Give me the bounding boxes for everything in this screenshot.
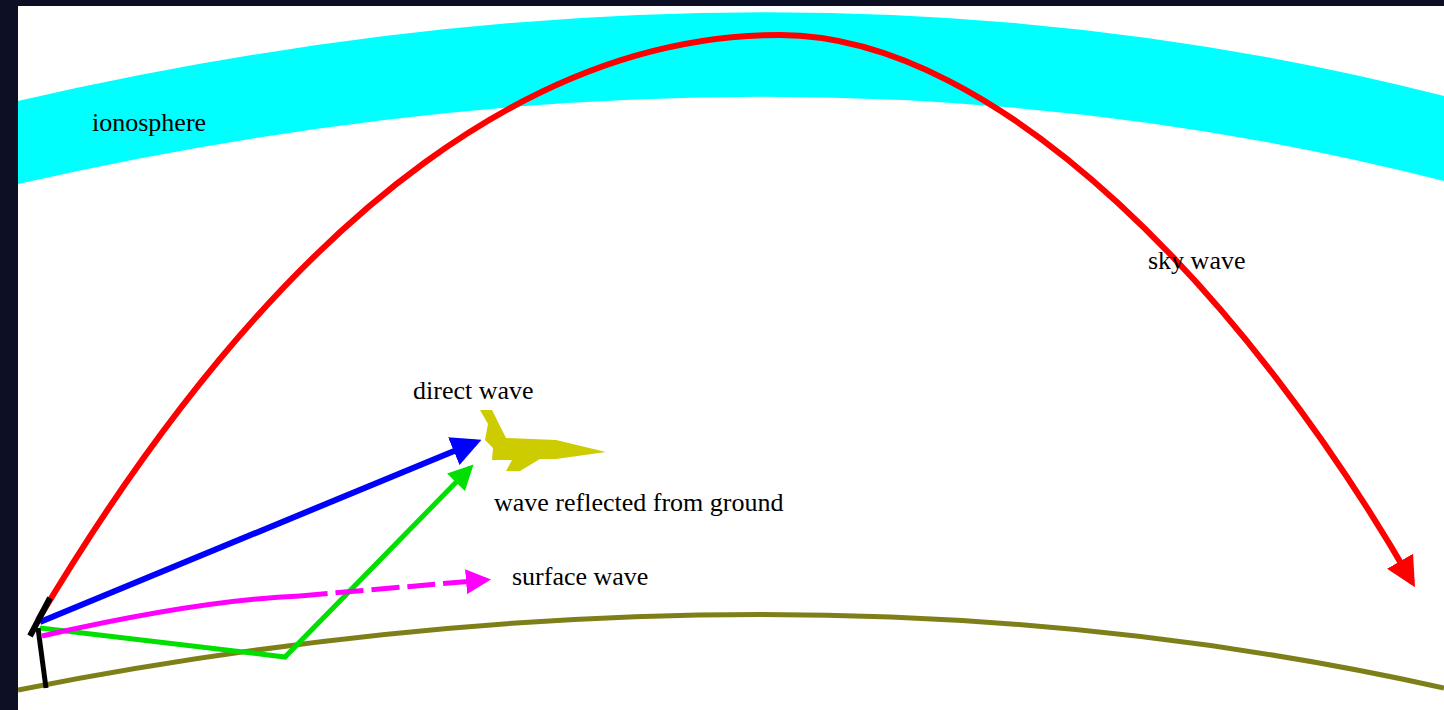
antenna-mast [38, 628, 46, 688]
wave-label: sky wave [1148, 246, 1245, 276]
airplane-icon [480, 410, 606, 471]
wave-label: wave reflected from ground [494, 488, 783, 518]
band-label: ionosphere [92, 108, 206, 138]
diagram-panel: ionosphere sky [18, 6, 1444, 710]
surface-wave-dashed [300, 580, 486, 596]
wave-label: surface wave [512, 562, 648, 592]
sky-wave [38, 35, 1412, 620]
propagation-illustration [18, 6, 1444, 710]
surface-wave [42, 596, 300, 636]
wave-label: direct wave [413, 376, 534, 406]
reflected-wave [40, 468, 470, 657]
antenna-dish [30, 598, 50, 636]
